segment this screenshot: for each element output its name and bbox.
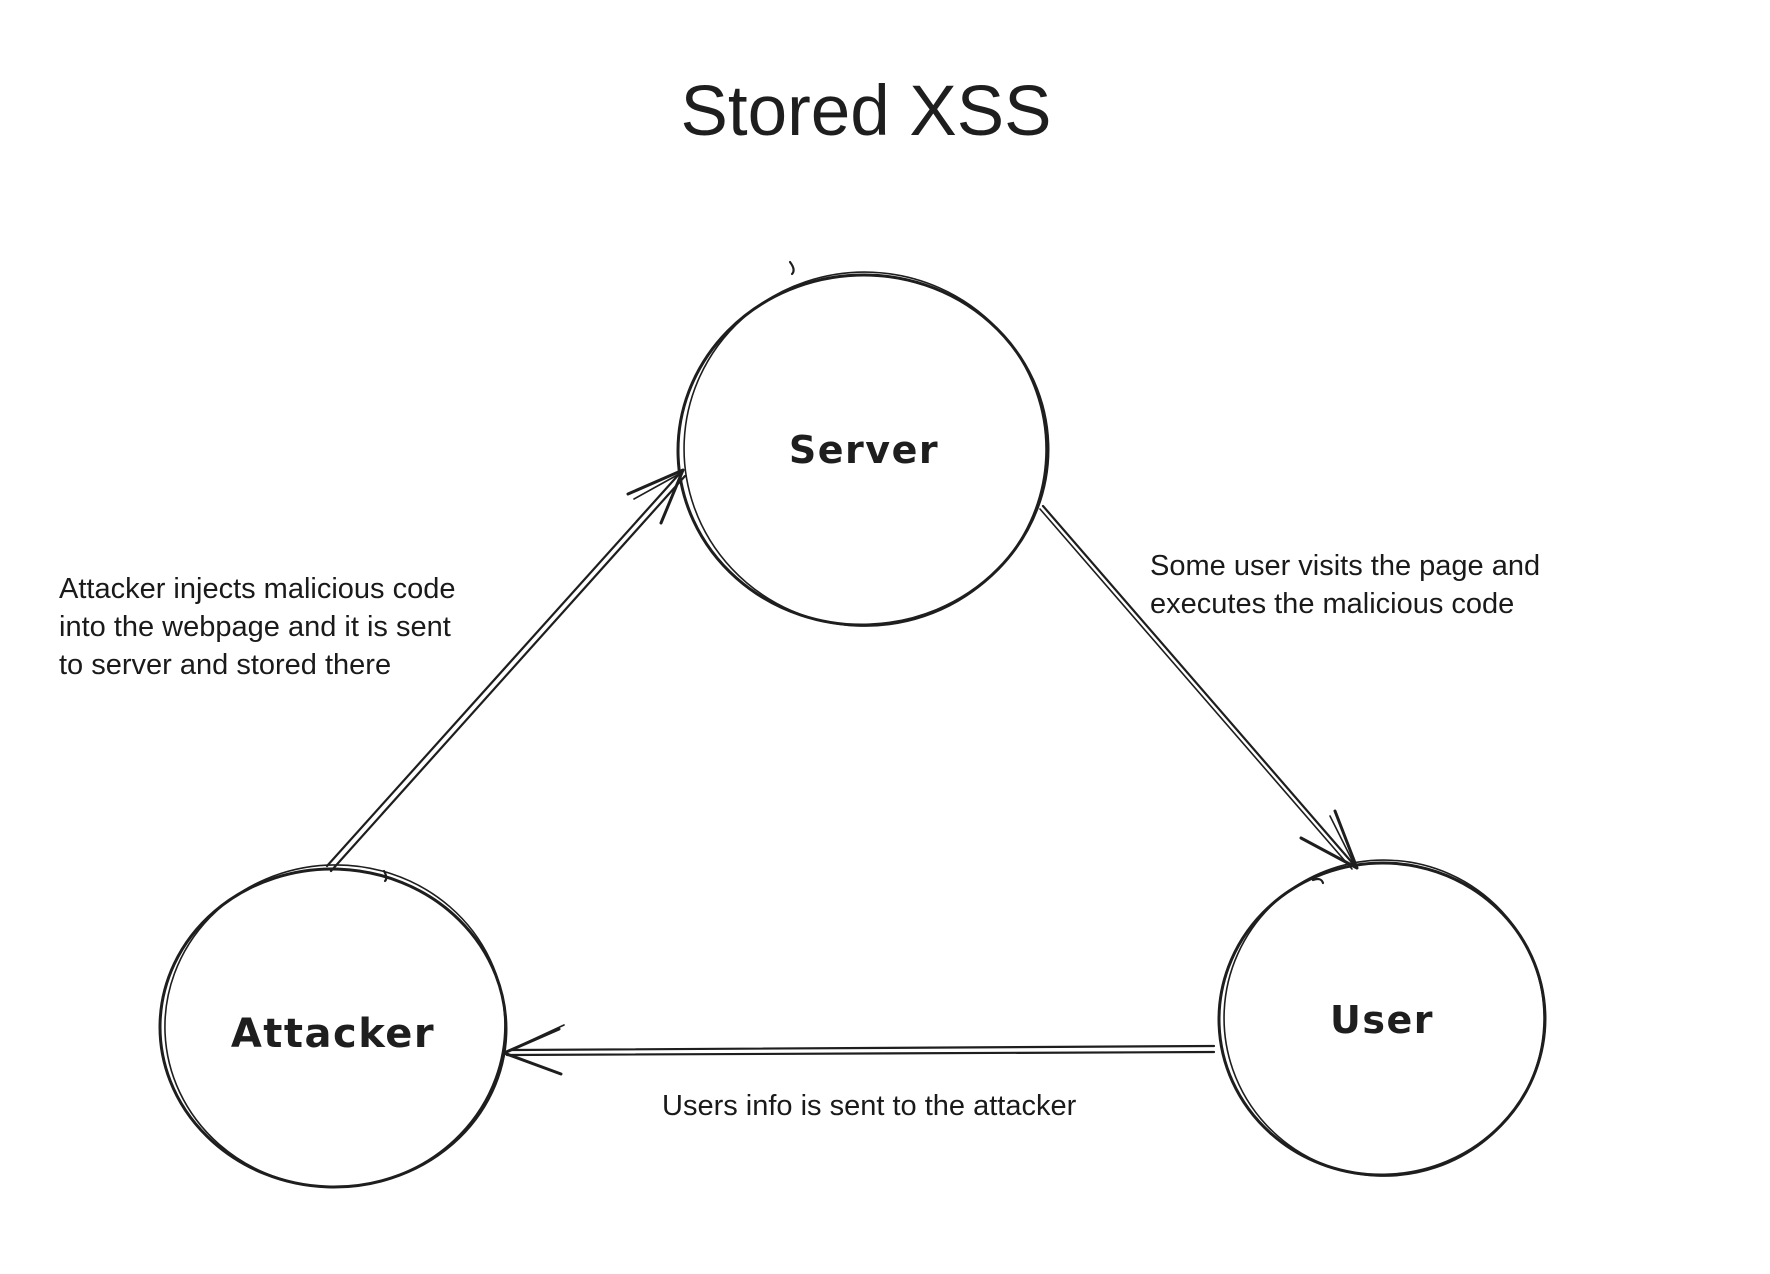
arrowhead-at-user [1299,809,1359,870]
server-node-circle [676,260,1050,627]
annotation-line: executes the malicious code [1150,588,1515,620]
arrowhead-at-attacker [502,1027,563,1076]
annotation-user-to-attacker: Users info is sent to the attacker [662,1087,1076,1125]
user-node-label: User [1330,998,1434,1042]
user-node-circle [1217,859,1547,1177]
page-title: Stored XSS [680,72,1052,151]
annotation-attacker-to-server: Attacker injects malicious code into the… [59,570,456,684]
annotation-line: Attacker injects malicious code [59,573,456,605]
attacker-node-label: Attacker [230,1011,436,1057]
arrow-user-to-attacker [502,1024,1216,1076]
arrowhead-at-server [626,468,685,525]
server-node-label: Server [788,428,940,472]
arrow-server-to-user [1039,504,1359,870]
annotation-line: to server and stored there [59,649,392,681]
annotation-server-to-user: Some user visits the page and executes t… [1150,547,1540,623]
annotation-line: Some user visits the page and [1150,550,1541,582]
arrow-attacker-to-server [325,468,687,873]
annotation-line: into the webpage and it is sent [59,611,451,643]
annotation-line: Users info is sent to the attacker [662,1090,1077,1122]
